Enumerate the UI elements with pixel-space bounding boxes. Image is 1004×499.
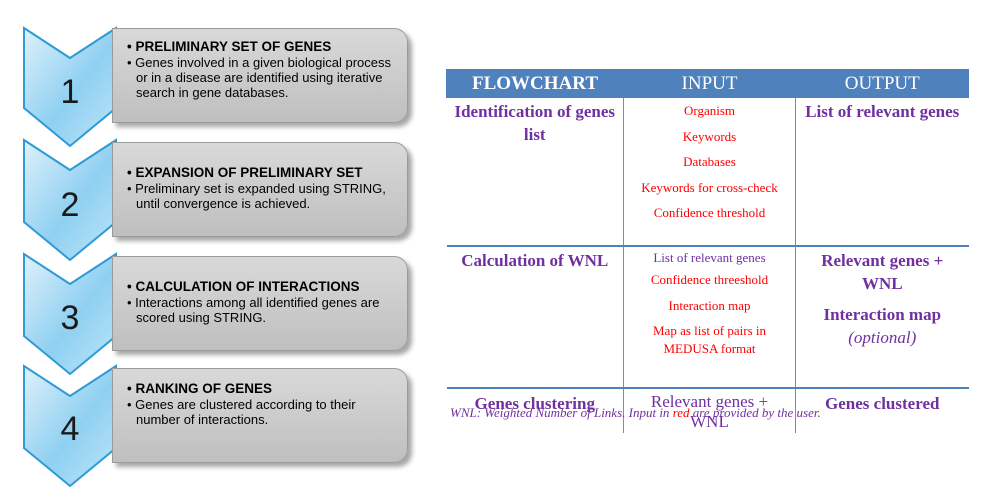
table-row: Genes clustering Relevant genes + WNL Ge… — [446, 387, 969, 433]
step-3-title: • CALCULATION OF INTERACTIONS — [127, 279, 360, 294]
step-3-box: • CALCULATION OF INTERACTIONS • Interact… — [112, 256, 408, 351]
row2-input-medusa-map: Map as list of pairs in MEDUSA format — [652, 323, 766, 356]
row3-input: Relevant genes + WNL — [650, 392, 769, 431]
table-row: Calculation of WNL List of relevant gene… — [446, 245, 969, 388]
row1-input-keywords-crosscheck: Keywords for cross-check — [641, 179, 778, 195]
row1-label: Identification of genes list — [454, 102, 616, 144]
step-4-number: 4 — [60, 410, 80, 448]
footnote-red-word: red — [672, 405, 690, 420]
row2-output-optional: (optional) — [848, 328, 917, 347]
step-2-body: • Preliminary set is expanded using STRI… — [127, 181, 386, 211]
step-1-body: • Genes involved in a given biological p… — [127, 55, 391, 100]
chevron-arrows — [23, 26, 117, 488]
step-2-box: • EXPANSION OF PRELIMINARY SET • Prelimi… — [112, 142, 408, 237]
row1-input-confidence: Confidence threshold — [653, 205, 766, 220]
row1-output: List of relevant genes — [805, 102, 960, 121]
step-4-box: • RANKING OF GENES • Genes are clustered… — [112, 368, 408, 463]
row2-input-relevant-genes: List of relevant genes — [653, 250, 766, 265]
flowchart-table: FLOWCHART INPUT OUTPUT Identification of… — [446, 69, 969, 433]
table-header-row: FLOWCHART INPUT OUTPUT — [446, 69, 969, 98]
row2-label: Calculation of WNL — [461, 251, 609, 270]
row2-input-interaction-map: Interaction map — [668, 297, 751, 313]
row1-input-organism: Organism — [683, 103, 736, 118]
row2-input-confidence: Confidence threeshold — [650, 272, 769, 287]
row1-input-databases: Databases — [683, 154, 736, 169]
row1-input-keywords: Keywords — [682, 128, 737, 144]
row2-output-genes-wnl: Relevant genes + WNL — [821, 251, 944, 293]
step-4-body: • Genes are clustered according to their… — [127, 397, 356, 427]
step-1-title: • PRELIMINARY SET OF GENES — [127, 39, 332, 54]
row3-label: Genes clustering — [474, 394, 595, 413]
row2-output-interaction-map: Interaction map — [823, 305, 942, 324]
step-2-number: 2 — [60, 186, 80, 224]
header-output: OUTPUT — [795, 69, 969, 98]
footnote-part1: WNL: Weighted Number of Links. Input in — [450, 405, 673, 420]
step-4-title: • RANKING OF GENES — [127, 381, 272, 396]
header-input: INPUT — [623, 69, 796, 98]
header-flowchart: FLOWCHART — [446, 69, 624, 98]
row3-output: Genes clustered — [825, 394, 940, 413]
footnote-part2: are provided by the user. — [689, 405, 821, 420]
step-3-body: • Interactions among all identified gene… — [127, 295, 380, 325]
step-1-number: 1 — [60, 73, 80, 111]
table-row: Identification of genes list Organism Ke… — [447, 98, 969, 246]
footnote: WNL: Weighted Number of Links. Input in … — [450, 405, 821, 421]
step-1-box: • PRELIMINARY SET OF GENES • Genes invol… — [112, 28, 408, 123]
step-3-number: 3 — [60, 299, 80, 337]
step-2-title: • EXPANSION OF PRELIMINARY SET — [127, 165, 363, 180]
